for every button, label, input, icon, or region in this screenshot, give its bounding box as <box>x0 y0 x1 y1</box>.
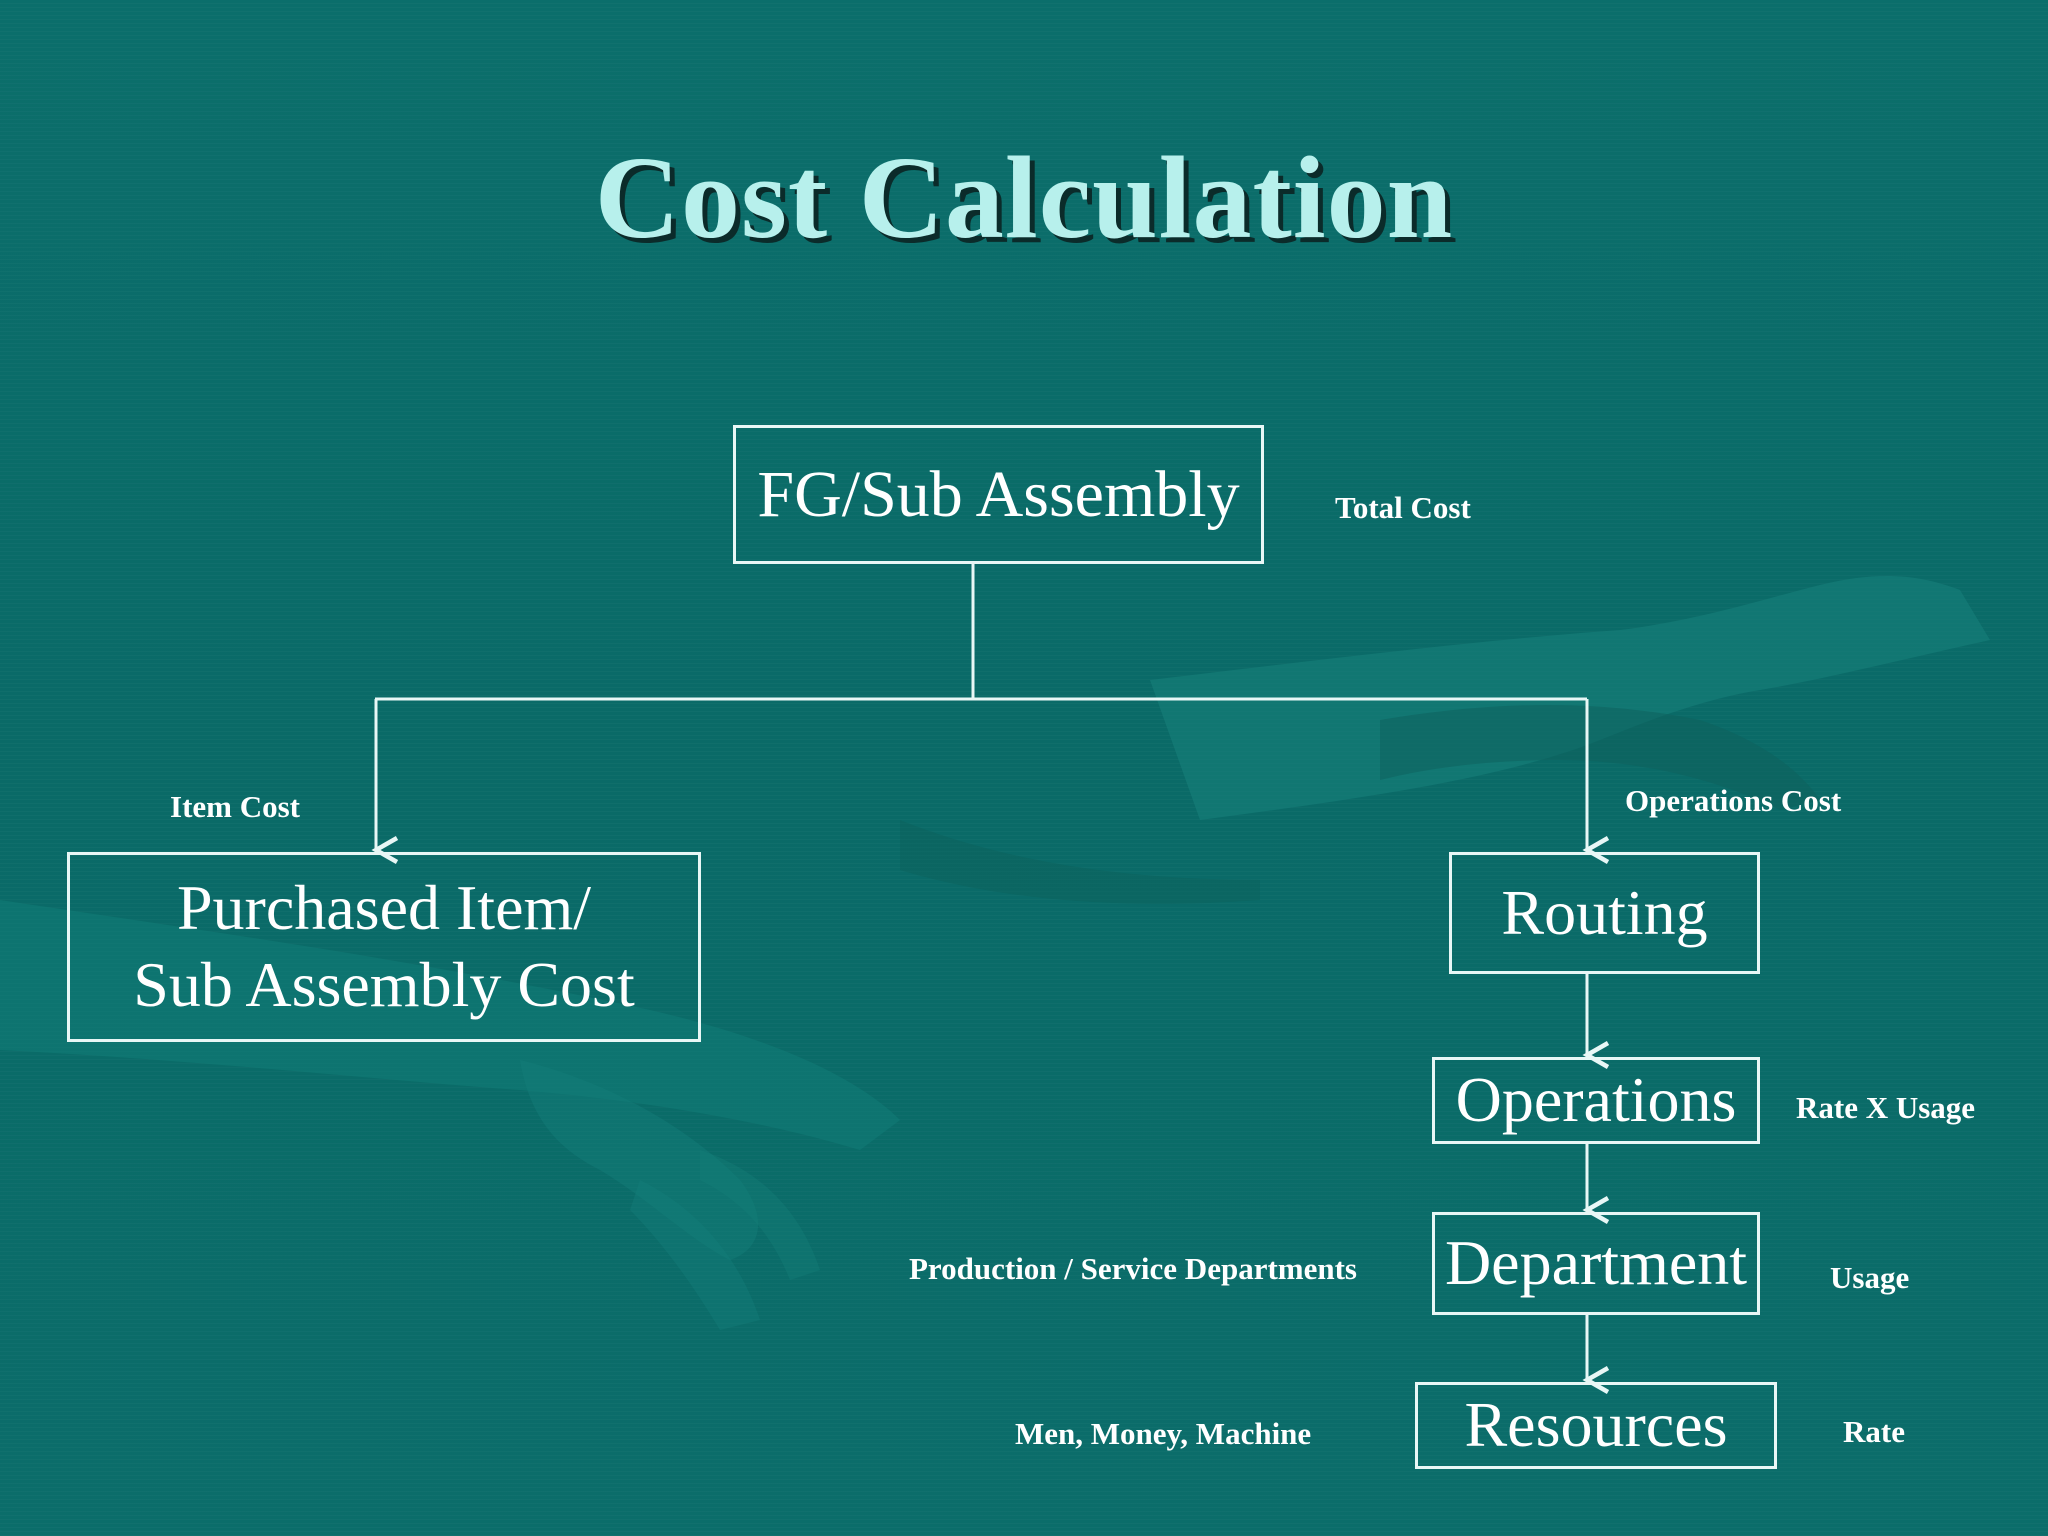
resources-box: Resources <box>1415 1382 1777 1469</box>
department-box: Department <box>1432 1212 1760 1315</box>
rate-x-usage-label: Rate X Usage <box>1796 1090 1976 1125</box>
usage-label: Usage <box>1830 1260 1910 1295</box>
slide-title: Cost Calculation <box>594 132 1454 263</box>
purchased-item-box: Purchased Item/ Sub Assembly Cost <box>67 852 701 1042</box>
routing-box: Routing <box>1449 852 1760 974</box>
resources-label: Resources <box>1464 1389 1728 1461</box>
total-cost-label: Total Cost <box>1335 490 1471 525</box>
routing-label: Routing <box>1501 876 1708 948</box>
operations-box: Operations <box>1432 1057 1760 1144</box>
production-service-label: Production / Service Departments <box>909 1251 1357 1286</box>
operations-cost-label: Operations Cost <box>1625 783 1842 818</box>
purchased-item-label-line2: Sub Assembly Cost <box>133 949 635 1020</box>
fg-sub-assembly-label: FG/Sub Assembly <box>757 457 1240 531</box>
rate-label: Rate <box>1843 1414 1905 1449</box>
men-money-machine-label: Men, Money, Machine <box>1015 1416 1312 1451</box>
operations-label: Operations <box>1455 1064 1737 1136</box>
item-cost-label: Item Cost <box>170 789 300 824</box>
department-label: Department <box>1444 1227 1748 1299</box>
purchased-item-label-line1: Purchased Item/ <box>176 872 592 944</box>
fg-sub-assembly-box: FG/Sub Assembly <box>733 425 1264 564</box>
